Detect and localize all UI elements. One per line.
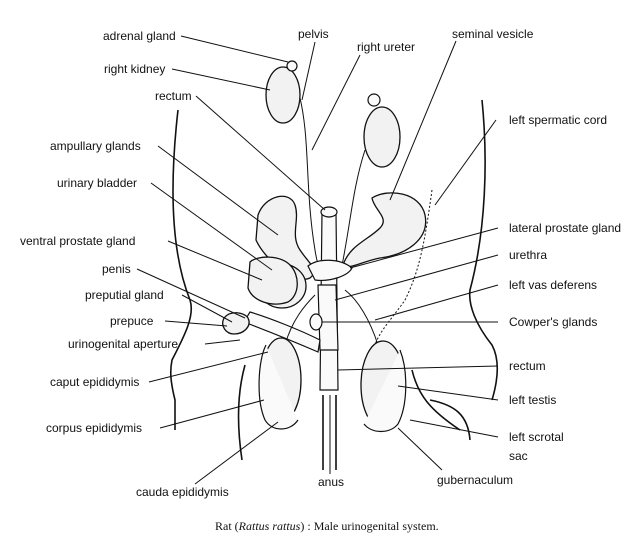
leader-left-spermatic-cord <box>434 119 497 206</box>
leader-corpus-epididymis <box>159 399 265 429</box>
label-caput-epididymis: caput epididymis <box>50 375 139 389</box>
label-prepuce: prepuce <box>110 314 154 328</box>
body-outline-right <box>468 99 499 401</box>
figure-caption: Rat (Rattus rattus) : Male urinogenital … <box>215 519 439 533</box>
leader-seminal-vesicle <box>389 40 457 201</box>
label-ampullary-glands: ampullary glands <box>50 139 141 153</box>
leader-adrenal-gland <box>180 35 289 63</box>
leader-rectum-top <box>195 95 326 211</box>
label-anus: anus <box>318 475 344 489</box>
leader-caput-epididymis <box>148 351 269 383</box>
label-sac: sac <box>509 449 528 463</box>
leader-lateral-prostate-gland <box>349 227 499 269</box>
leader-ventral-prostate-gland <box>167 240 263 281</box>
label-urinary-bladder: urinary bladder <box>57 176 137 190</box>
left-vas-deferens <box>344 289 379 346</box>
leader-ampullary-glands <box>157 145 279 236</box>
label-seminal-vesicle: seminal vesicle <box>452 27 534 41</box>
leader-right-ureter <box>311 54 361 151</box>
leader-pelvis <box>301 41 316 101</box>
label-right-kidney: right kidney <box>104 62 165 76</box>
leader-urinogenital-aperture <box>204 339 241 345</box>
label-corpus-epididymis: corpus epididymis <box>46 421 142 435</box>
label-left-spermatic-cord: left spermatic cord <box>509 113 607 127</box>
label-penis: penis <box>102 262 131 276</box>
leader-penis <box>136 268 246 319</box>
ventral-prostate-gland <box>247 256 298 305</box>
leader-right-kidney <box>171 68 271 91</box>
caption-suffix: ) : Male urinogenital system. <box>300 519 438 533</box>
label-left-vas-deferens: left vas deferens <box>509 278 597 292</box>
body-outline-left <box>169 109 193 430</box>
leader-prepuce <box>164 320 228 327</box>
prepuce-body <box>222 312 250 335</box>
leader-urethra <box>334 254 499 301</box>
label-pelvis: pelvis <box>298 27 329 41</box>
label-right-ureter: right ureter <box>357 40 415 54</box>
left-seminal-vesicle <box>342 192 427 268</box>
right-epididymis <box>258 344 299 430</box>
label-cowpers-glands: Cowper's glands <box>509 315 597 329</box>
leader-urinary-bladder <box>150 182 273 271</box>
label-cauda-epididymis: cauda epididymis <box>136 485 229 499</box>
right-kidney <box>265 66 301 124</box>
leg-contour-left <box>237 364 246 461</box>
leader-gubernaculum <box>397 427 443 471</box>
leader-cauda-epididymis <box>194 421 279 485</box>
lateral-prostate <box>307 259 353 281</box>
label-urethra: urethra <box>509 248 547 262</box>
label-gubernaculum: gubernaculum <box>437 473 513 487</box>
label-lateral-prostate-gland: lateral prostate gland <box>509 221 621 235</box>
leg-contour-right <box>411 369 461 431</box>
caption-species: Rattus rattus <box>238 519 301 533</box>
left-adrenal-gland <box>367 93 381 107</box>
label-rectum-bottom: rectum <box>509 359 546 373</box>
label-preputial-gland: preputial gland <box>85 288 164 302</box>
label-left-testis: left testis <box>509 393 556 407</box>
right-adrenal-gland <box>286 60 298 72</box>
label-rectum-top: rectum <box>155 89 192 103</box>
left-epididymis <box>363 349 407 433</box>
label-adrenal-gland: adrenal gland <box>103 29 176 43</box>
left-ureter <box>339 149 366 276</box>
left-spermatic-cord <box>374 189 433 346</box>
leader-left-scrotal-sac <box>409 419 499 438</box>
body-contour-right-lower <box>429 399 471 441</box>
left-kidney <box>363 106 401 168</box>
cowpers-gland <box>309 313 323 331</box>
leader-left-vas-deferens <box>374 284 499 321</box>
leader-rectum-bottom <box>337 365 499 371</box>
leader-preputial-gland <box>181 294 233 323</box>
caption-prefix: Rat ( <box>215 519 239 533</box>
label-left-scrotal: left scrotal <box>509 430 564 444</box>
label-ventral-prostate-gland: ventral prostate gland <box>20 234 135 248</box>
label-urinogenital-aperture: urinogenital aperture <box>68 337 178 351</box>
leader-left-testis <box>397 385 499 401</box>
